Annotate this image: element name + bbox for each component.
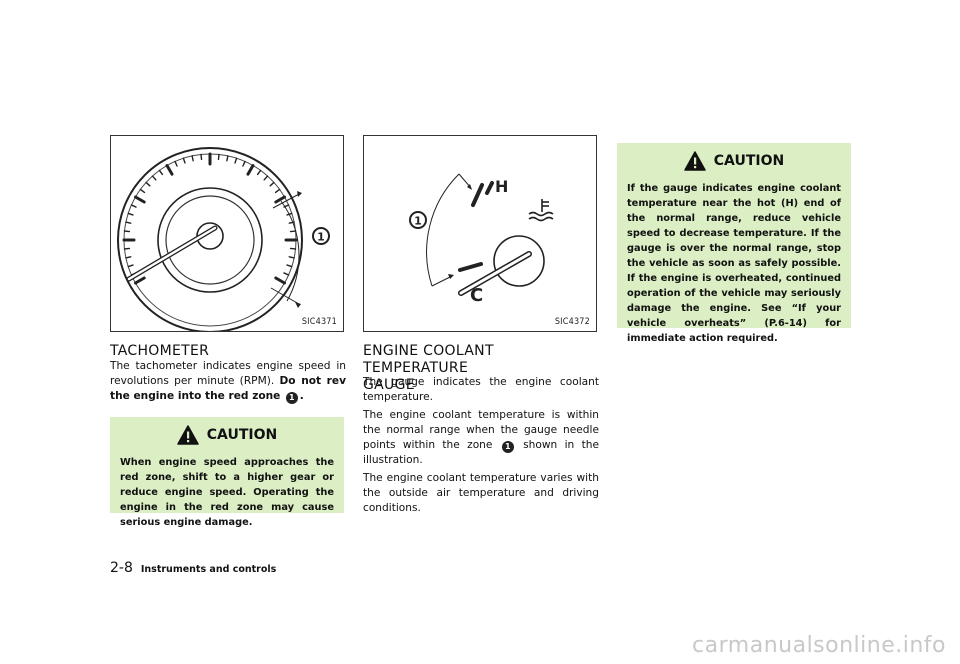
tachometer-tick <box>286 264 293 268</box>
coolant-description: The gauge indicates the engine coolant t… <box>363 375 599 519</box>
tachometer-tick <box>125 256 132 259</box>
tachometer-tick <box>256 169 262 176</box>
tachometer-tick <box>234 157 238 164</box>
tachometer-tick <box>123 230 131 233</box>
tachometer-caution-text: When engine speed approaches the red zon… <box>120 457 334 528</box>
tachometer-tick <box>182 157 186 164</box>
coolant-callout: 1 <box>414 215 422 228</box>
coolant-heading-line1: ENGINE COOLANT TEMPERATURE <box>363 343 494 376</box>
page-footer: 2-8 Instruments and controls <box>110 560 276 576</box>
coolant-para-2-end: shown in the illustration. <box>363 439 599 466</box>
coolant-para-2: The engine coolant temperature is within… <box>363 408 599 468</box>
tachometer-caution-box: CAUTION When engine speed approaches the… <box>110 417 344 528</box>
tachometer-tick <box>134 276 146 285</box>
coolant-para-1: The gauge indicates the engine coolant t… <box>363 376 599 403</box>
tachometer-tick <box>246 164 255 176</box>
coolant-figure-id: SIC4372 <box>554 317 590 327</box>
tachometer-para-end: . <box>299 390 304 402</box>
tachometer-description: The tachometer indicates engine speed in… <box>110 359 346 407</box>
footer-section-title: Instruments and controls <box>140 564 277 575</box>
coolant-caution-box: CAUTION If the gauge indicates engine co… <box>617 143 851 344</box>
gauge-cold-label: C <box>470 285 483 306</box>
coolant-heading-line2: GAUGE <box>363 377 415 393</box>
tachometer-tick <box>123 247 131 250</box>
tachometer-tick <box>283 272 290 276</box>
tachometer-tick <box>125 221 132 224</box>
tachometer-tick <box>139 188 146 194</box>
tachometer-tick <box>217 153 220 161</box>
tachometer-tick <box>269 181 275 187</box>
tachometer-para-intro: The tachometer indicates engine speed in… <box>110 360 346 387</box>
callout-1-icon: 1 <box>501 441 514 453</box>
tachometer-tick <box>289 230 297 233</box>
tachometer-para-bold: Do not rev the engine into the red zone <box>110 375 347 402</box>
coolant-gauge-figure: H C 1 SIC4372 <box>363 135 597 332</box>
tachometer-tick <box>127 212 134 216</box>
coolant-para-3: The engine coolant temperature varies wi… <box>363 472 599 514</box>
tachometer-tick <box>274 188 281 194</box>
tachometer-tick <box>274 276 286 285</box>
warning-triangle-icon <box>684 151 706 171</box>
coolant-caution-header: CAUTION <box>627 151 841 171</box>
watermark-text: carmanualsonline.info <box>692 633 946 658</box>
tachometer-tick <box>165 164 174 176</box>
coolant-heading: ENGINE COOLANT TEMPERATURE GAUGE <box>363 343 603 394</box>
tachometer-tick <box>174 160 178 167</box>
tachometer-tick <box>158 169 164 176</box>
tachometer-figure-id: SIC4371 <box>301 317 337 327</box>
callout-1-icon: 1 <box>285 392 298 404</box>
tachometer-tick <box>288 256 295 259</box>
tachometer-tick <box>191 155 194 162</box>
tachometer-tick <box>226 155 229 162</box>
tachometer-tick <box>242 160 246 167</box>
tachometer-heading: TACHOMETER <box>110 343 210 359</box>
gauge-hot-label: H <box>495 177 508 196</box>
tachometer-tick <box>130 204 137 208</box>
tachometer-caution-title: CAUTION <box>206 427 278 443</box>
coolant-caution-title: CAUTION <box>713 153 785 169</box>
coolant-temperature-icon <box>528 199 554 222</box>
tachometer-tick <box>289 247 297 250</box>
coolant-para-2-start: The engine coolant temperature is within… <box>363 409 599 451</box>
page-number: 2-8 <box>110 560 133 576</box>
coolant-caution-text: If the gauge indicates engine coolant te… <box>627 183 841 344</box>
warning-triangle-icon <box>177 425 199 445</box>
tachometer-caution-header: CAUTION <box>120 425 334 445</box>
tachometer-illustration: 1 <box>117 147 330 333</box>
tachometer-paragraph: The tachometer indicates engine speed in… <box>110 359 346 404</box>
tachometer-tick <box>274 195 286 204</box>
tachometer-tick <box>127 264 134 268</box>
tachometer-callout: 1 <box>317 231 325 244</box>
coolant-gauge-illustration: H C 1 <box>409 173 554 306</box>
tachometer-tick <box>263 175 269 181</box>
tachometer-tick <box>151 175 157 181</box>
tachometer-tick <box>134 195 146 204</box>
tachometer-figure: 1 SIC4371 <box>110 135 344 333</box>
tachometer-tick <box>145 181 151 187</box>
tachometer-tick <box>200 153 203 161</box>
